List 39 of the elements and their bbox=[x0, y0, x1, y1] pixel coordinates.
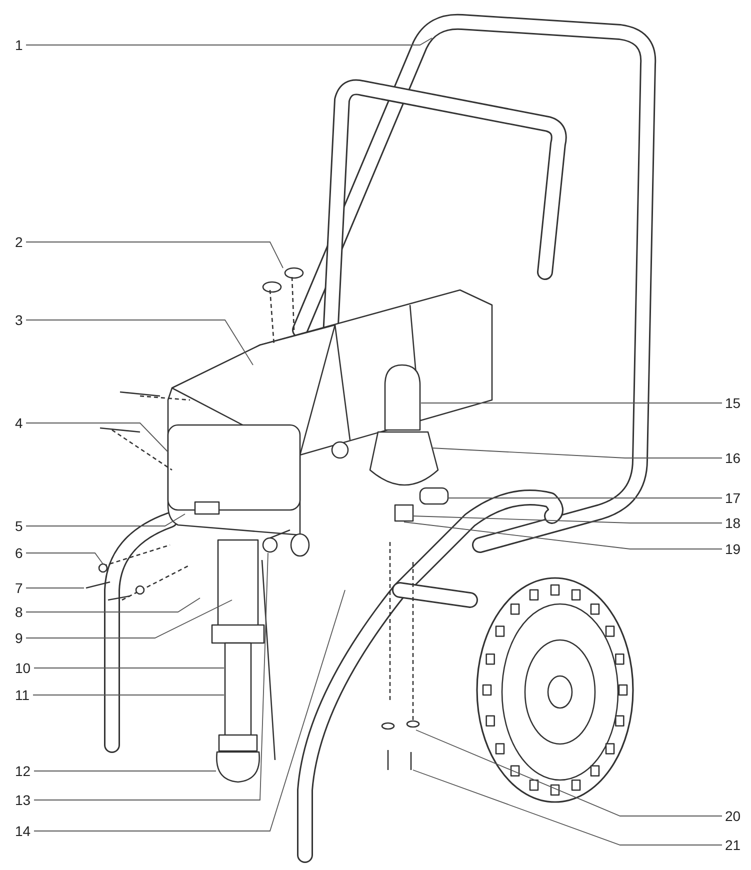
callout-number: 20 bbox=[724, 808, 742, 824]
callout-number: 8 bbox=[14, 604, 24, 620]
leader-line bbox=[26, 422, 168, 452]
leader-line bbox=[34, 552, 268, 800]
leader-line bbox=[26, 38, 432, 46]
callout-number: 18 bbox=[724, 515, 742, 531]
callout-number: 11 bbox=[14, 687, 31, 703]
callout-number: 7 bbox=[14, 580, 24, 596]
callout-number: 9 bbox=[14, 630, 24, 646]
callout-number: 15 bbox=[724, 395, 742, 411]
leader-line bbox=[26, 552, 104, 564]
callout-number: 19 bbox=[724, 541, 742, 557]
leader-line bbox=[26, 514, 186, 526]
callout-number: 17 bbox=[724, 490, 742, 506]
leader-line bbox=[432, 448, 722, 458]
callout-number: 6 bbox=[14, 545, 24, 561]
callout-number: 10 bbox=[14, 660, 32, 676]
leader-line bbox=[412, 770, 722, 846]
leader-line bbox=[26, 600, 232, 638]
callout-number: 21 bbox=[724, 837, 742, 853]
callout-number: 14 bbox=[14, 823, 32, 839]
leader-line bbox=[34, 590, 346, 832]
leader-line bbox=[26, 242, 284, 268]
leader-line bbox=[26, 598, 200, 612]
callout-number: 5 bbox=[14, 518, 24, 534]
leader-line bbox=[34, 770, 216, 772]
callout-number: 4 bbox=[14, 415, 24, 431]
leader-line bbox=[26, 320, 254, 366]
leader-line bbox=[412, 516, 722, 524]
leader-line bbox=[420, 402, 722, 404]
leader-line bbox=[416, 730, 722, 816]
callout-number: 1 bbox=[14, 37, 24, 53]
leader-line bbox=[404, 522, 722, 550]
callout-number: 3 bbox=[14, 312, 24, 328]
callout-number: 16 bbox=[724, 450, 742, 466]
callout-number: 2 bbox=[14, 234, 24, 250]
callout-number: 13 bbox=[14, 792, 32, 808]
callout-number: 12 bbox=[14, 763, 32, 779]
leader-line bbox=[32, 694, 224, 696]
